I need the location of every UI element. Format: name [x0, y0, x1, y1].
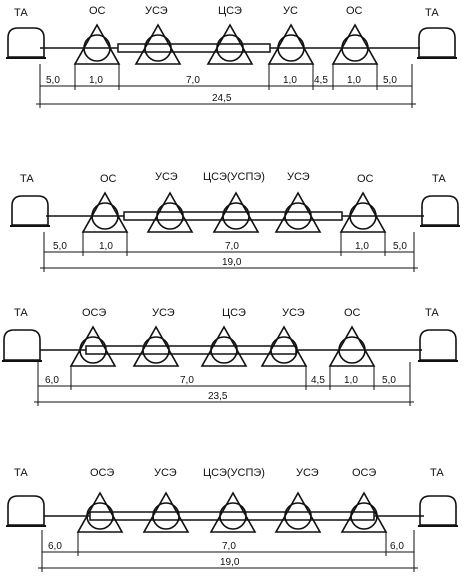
- span-label: 5,0: [393, 241, 407, 252]
- unit-icon: [200, 325, 248, 367]
- label-os-right: ОС: [344, 307, 361, 319]
- unit-icon: [267, 23, 315, 65]
- total-label: 24,5: [212, 93, 232, 104]
- unit-icon: [132, 325, 180, 367]
- frame-bar: [89, 511, 375, 521]
- scheme-2: ТА ОС УСЭ ЦСЭ(УСПЭ) УСЭ ОС ТА: [10, 171, 460, 272]
- total-label: 23,5: [208, 391, 228, 402]
- label-use-right: УСЭ: [287, 171, 310, 183]
- label-os-right: ОС: [357, 173, 374, 185]
- span-label: 6,0: [48, 541, 62, 552]
- label-ose: ОСЭ: [90, 467, 114, 479]
- label-os-right: ОС: [346, 5, 363, 17]
- unit-icon: [134, 23, 182, 65]
- tank-icon: [419, 329, 457, 361]
- unit-icon: [274, 191, 322, 233]
- label-ta-right: ТА: [425, 307, 439, 319]
- frame-bar: [117, 43, 271, 53]
- label-cse: ЦСЭ: [222, 307, 246, 319]
- tank-icon: [7, 495, 45, 526]
- unit-icon: [142, 491, 190, 533]
- span-label: 6,0: [390, 541, 404, 552]
- dimension-lines: [38, 530, 418, 572]
- label-ta-right: ТА: [432, 173, 446, 185]
- label-ta-left: ТА: [20, 173, 34, 185]
- span-label: 4,5: [311, 375, 325, 386]
- span-label: 7,0: [222, 541, 236, 552]
- span-label: 1,0: [99, 241, 113, 252]
- unit-icon: [340, 491, 388, 533]
- span-label: 1,0: [283, 75, 297, 86]
- label-use: УСЭ: [152, 307, 175, 319]
- dimension-lines: [40, 232, 418, 272]
- unit-icon: [209, 491, 257, 533]
- unit-icon: [81, 191, 129, 233]
- scheme-4: ТА ОСЭ УСЭ ЦСЭ(УСПЭ) УСЭ ОСЭ ТА: [6, 467, 458, 572]
- tank-icon: [7, 27, 45, 58]
- span-label: 7,0: [225, 241, 239, 252]
- span-label: 5,0: [46, 75, 60, 86]
- tank-icon: [418, 27, 456, 58]
- label-ose: ОСЭ: [82, 307, 106, 319]
- span-label: 1,0: [355, 241, 369, 252]
- span-label: 5,0: [53, 241, 67, 252]
- tank-icon: [419, 495, 457, 526]
- label-us: УС: [283, 5, 298, 17]
- unit-icon: [206, 23, 254, 65]
- span-label: 1,0: [344, 375, 358, 386]
- label-use-right: УСЭ: [282, 307, 305, 319]
- unit-icon: [73, 23, 121, 65]
- label-os: ОС: [89, 5, 106, 17]
- label-os: ОС: [100, 173, 117, 185]
- label-use: УСЭ: [154, 467, 177, 479]
- unit-icon: [146, 191, 194, 233]
- unit-icon: [69, 325, 117, 367]
- frame-bar: [85, 345, 297, 355]
- dimension-lines: [36, 64, 416, 108]
- label-cse-uspe: ЦСЭ(УСПЭ): [203, 171, 265, 183]
- tank-icon: [421, 195, 459, 226]
- scheme-3: ТА ОСЭ УСЭ ЦСЭ УСЭ ОС ТА: [2, 307, 458, 406]
- span-label: 6,0: [45, 375, 59, 386]
- span-label: 7,0: [186, 75, 200, 86]
- span-label: 5,0: [383, 75, 397, 86]
- span-label: 5,0: [382, 375, 396, 386]
- label-use: УСЭ: [155, 171, 178, 183]
- span-label: 7,0: [180, 375, 194, 386]
- unit-icon: [328, 325, 376, 367]
- span-label: 4,5: [314, 75, 328, 86]
- label-ta-left: ТА: [14, 7, 28, 19]
- frame-bar: [123, 211, 343, 221]
- unit-icon: [76, 491, 124, 533]
- label-cse-uspe: ЦСЭ(УСПЭ): [203, 467, 265, 479]
- span-label: 1,0: [89, 75, 103, 86]
- unit-icon: [339, 191, 387, 233]
- unit-icon: [212, 191, 260, 233]
- scheme-1: ТА ОС УСЭ ЦСЭ УС ОС ТА: [6, 5, 457, 108]
- label-ta-left: ТА: [14, 307, 28, 319]
- span-label: 1,0: [347, 75, 361, 86]
- total-label: 19,0: [220, 557, 240, 568]
- unit-icon: [274, 491, 322, 533]
- unit-icon: [260, 325, 308, 367]
- tank-icon: [11, 195, 49, 226]
- label-use-right: УСЭ: [296, 467, 319, 479]
- label-ta-right: ТА: [430, 467, 444, 479]
- label-ta-left: ТА: [14, 467, 28, 479]
- label-cse: ЦСЭ: [218, 5, 242, 17]
- unit-icon: [331, 23, 379, 65]
- label-use: УСЭ: [145, 5, 168, 17]
- label-ta-right: ТА: [425, 7, 439, 19]
- total-label: 19,0: [222, 257, 242, 268]
- dimension-lines: [34, 362, 414, 406]
- tank-icon: [3, 329, 41, 361]
- label-ose-right: ОСЭ: [352, 467, 376, 479]
